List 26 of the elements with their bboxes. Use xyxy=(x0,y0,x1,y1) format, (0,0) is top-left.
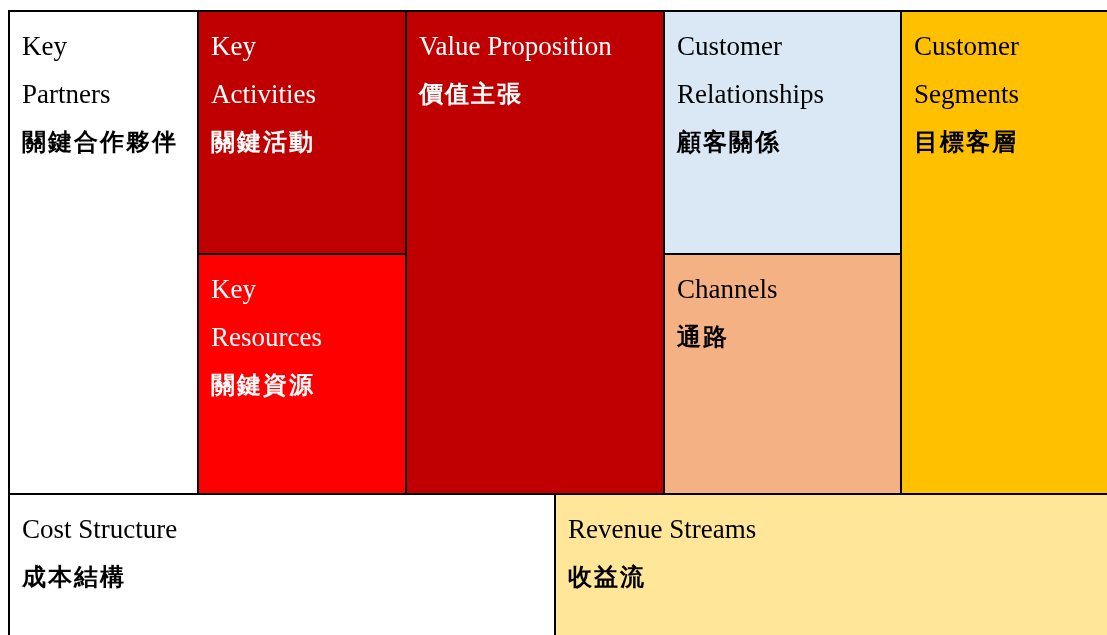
block-subtitle: 成本結構 xyxy=(22,563,126,592)
canvas-block xyxy=(197,253,407,495)
block-title: Cost Structure xyxy=(22,513,178,546)
block-subtitle: 關鍵資源 xyxy=(211,371,315,400)
canvas-block xyxy=(663,253,902,495)
block-title: Channels xyxy=(677,273,778,306)
block-subtitle: 顧客關係 xyxy=(677,128,781,157)
block-subtitle: 通路 xyxy=(677,323,729,352)
block-subtitle: 目標客層 xyxy=(914,128,1018,157)
block-title: Customer Segments xyxy=(914,30,1020,111)
block-title: Customer Relationships xyxy=(677,30,825,111)
block-title: Revenue Streams xyxy=(568,513,757,546)
canvas-block xyxy=(663,10,902,255)
block-title: Key Resources xyxy=(211,273,323,354)
block-title: Key Activities xyxy=(211,30,317,111)
canvas-block xyxy=(554,493,1107,635)
canvas-block xyxy=(197,10,407,255)
block-subtitle: 關鍵活動 xyxy=(211,128,315,157)
canvas-block xyxy=(405,10,665,495)
block-subtitle: 價值主張 xyxy=(419,80,523,109)
block-subtitle: 關鍵合作夥伴 xyxy=(22,128,178,157)
canvas-block xyxy=(8,10,199,495)
block-title: Key Partners xyxy=(22,30,112,111)
canvas-block xyxy=(900,10,1107,495)
block-title: Value Proposition xyxy=(419,30,612,63)
block-subtitle: 收益流 xyxy=(568,563,646,592)
